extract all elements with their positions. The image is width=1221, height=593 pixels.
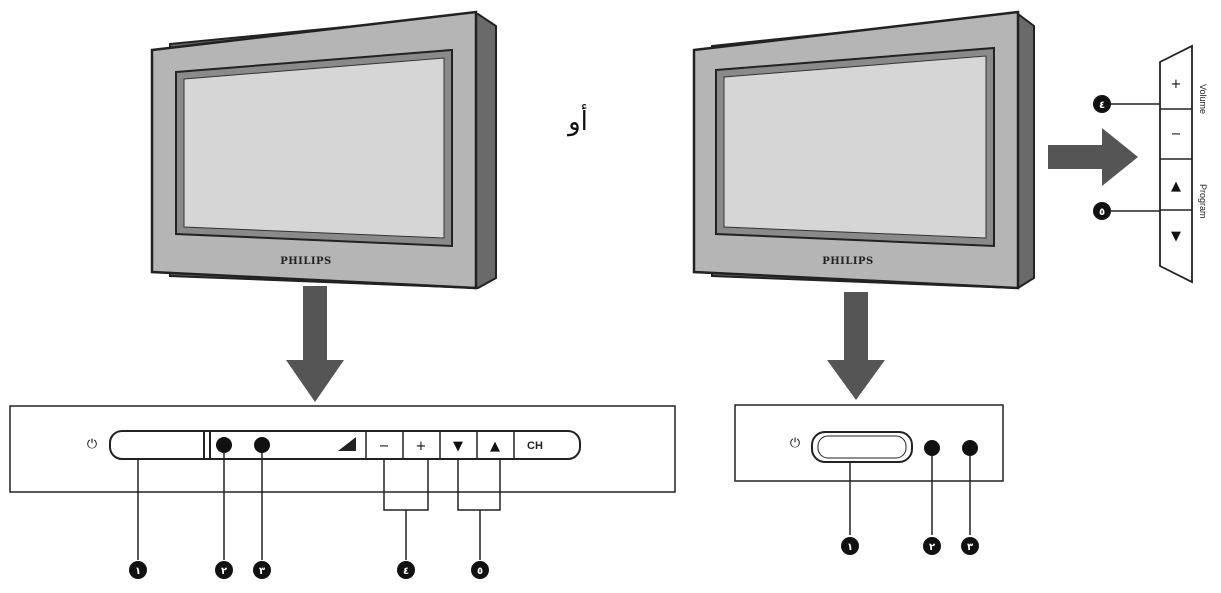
side-control-panel: + − ▲ ▼ Volume Program bbox=[1159, 44, 1208, 284]
arrow-down-left bbox=[286, 286, 344, 402]
av-jack-right bbox=[962, 440, 978, 456]
callout-3-left: ٣ bbox=[259, 566, 265, 577]
callout-4-side: ٤ bbox=[1099, 100, 1105, 111]
tv-left-brand: PHILIPS bbox=[280, 256, 332, 267]
side-volume-plus-button[interactable]: + bbox=[1171, 77, 1182, 92]
callout-5-left: ٥ bbox=[477, 566, 483, 577]
volume-minus-button[interactable]: − bbox=[379, 439, 390, 454]
volume-plus-button[interactable]: + bbox=[416, 439, 427, 454]
power-button-right[interactable] bbox=[811, 431, 913, 463]
tv-right-screen bbox=[723, 55, 987, 239]
av-jack bbox=[254, 437, 270, 453]
headphone-jack-right bbox=[924, 440, 940, 456]
side-program-up-button[interactable]: ▲ bbox=[1171, 179, 1181, 194]
callout-5-side: ٥ bbox=[1099, 207, 1105, 218]
channel-up-button[interactable]: ▲ bbox=[490, 439, 500, 454]
tv-right: PHILIPS bbox=[692, 10, 1035, 290]
volume-label: Volume bbox=[1198, 84, 1208, 114]
tv-left-screen bbox=[183, 57, 445, 239]
callout-2-right: ٢ bbox=[929, 542, 935, 553]
callouts-right: ١ ٢ ٣ bbox=[841, 537, 979, 555]
tv-right-brand: PHILIPS bbox=[822, 256, 874, 267]
power-icon: ⏻ bbox=[87, 437, 97, 452]
leaders-right bbox=[849, 456, 971, 535]
or-label: أو bbox=[566, 103, 588, 137]
callouts-side: ٤ ٥ bbox=[1093, 95, 1160, 220]
volume-wedge-icon bbox=[338, 437, 356, 451]
callout-4-left: ٤ bbox=[403, 566, 409, 577]
control-panel-right: ⏻ bbox=[734, 404, 1004, 482]
callout-1-left: ١ bbox=[135, 566, 141, 577]
control-panel-left: ⏻ − + ▼ ▲ CH bbox=[9, 405, 676, 493]
arrow-down-right bbox=[827, 292, 885, 400]
side-volume-minus-button[interactable]: − bbox=[1171, 127, 1182, 142]
ch-label: CH bbox=[527, 440, 543, 452]
callouts-left: ١ ٢ ٣ ٤ ٥ bbox=[129, 561, 489, 579]
channel-down-button[interactable]: ▼ bbox=[453, 439, 463, 454]
power-button[interactable] bbox=[112, 433, 202, 457]
side-panel-frame bbox=[1159, 44, 1193, 284]
leaders-left bbox=[137, 453, 501, 560]
headphone-jack bbox=[216, 437, 232, 453]
tv-left: PHILIPS bbox=[150, 10, 497, 290]
program-label: Program bbox=[1198, 184, 1208, 219]
callout-2-left: ٢ bbox=[221, 566, 227, 577]
side-program-down-button[interactable]: ▼ bbox=[1171, 229, 1181, 244]
callout-3-right: ٣ bbox=[967, 542, 973, 553]
arrow-right bbox=[1048, 128, 1138, 186]
callout-1-right: ١ bbox=[847, 542, 853, 553]
power-icon-right: ⏻ bbox=[790, 436, 800, 451]
